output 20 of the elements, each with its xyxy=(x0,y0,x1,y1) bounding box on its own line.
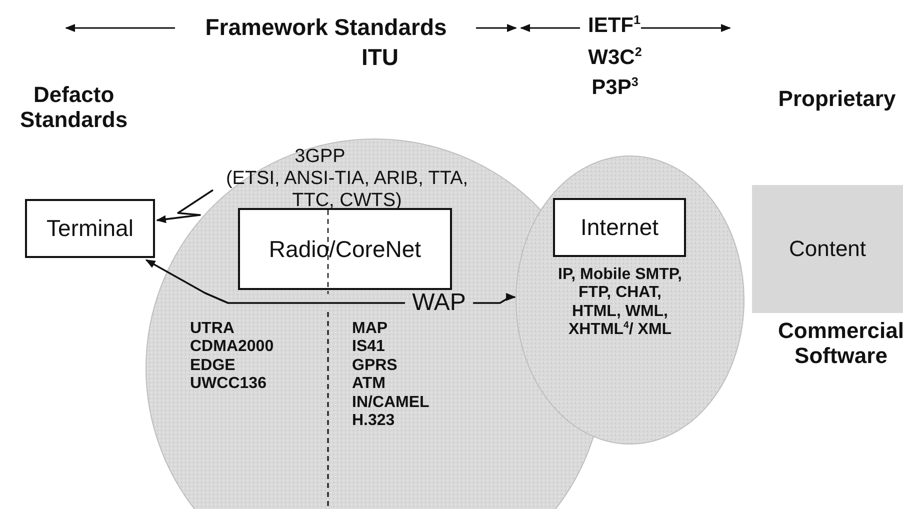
section-heading: Framework Standards xyxy=(204,14,448,40)
arrow xyxy=(473,292,516,304)
arrow xyxy=(145,259,405,304)
section-heading: ITU xyxy=(360,44,400,70)
protocol-label: WAP xyxy=(407,289,471,317)
section-heading: Proprietary xyxy=(777,86,897,112)
standards-list: MAP IS41 GPRS ATM IN/CAMEL H.323 xyxy=(352,320,430,430)
standards-list: 3GPP xyxy=(275,146,365,168)
section-heading: Defacto Standards xyxy=(20,82,128,133)
section-heading: IETF$^{1}$ xyxy=(588,14,640,38)
content-panel: Content xyxy=(752,185,903,313)
section-heading: Commercial Software xyxy=(778,318,903,369)
section-heading: P3P$^{3}$ xyxy=(590,76,640,100)
signal-arrow xyxy=(156,189,214,224)
section-heading: W3C$^{2}$ xyxy=(587,46,643,70)
system-box: Radio/CoreNet xyxy=(238,208,452,290)
system-box: Internet xyxy=(553,198,686,257)
standards-list: IP, Mobile SMTP, FTP, CHAT, HTML, WML, XHTML$^{4}$/ XML xyxy=(556,266,684,340)
standards-list: UTRA CDMA2000 EDGE UWCC136 xyxy=(190,320,274,394)
system-box: Terminal xyxy=(25,199,155,258)
